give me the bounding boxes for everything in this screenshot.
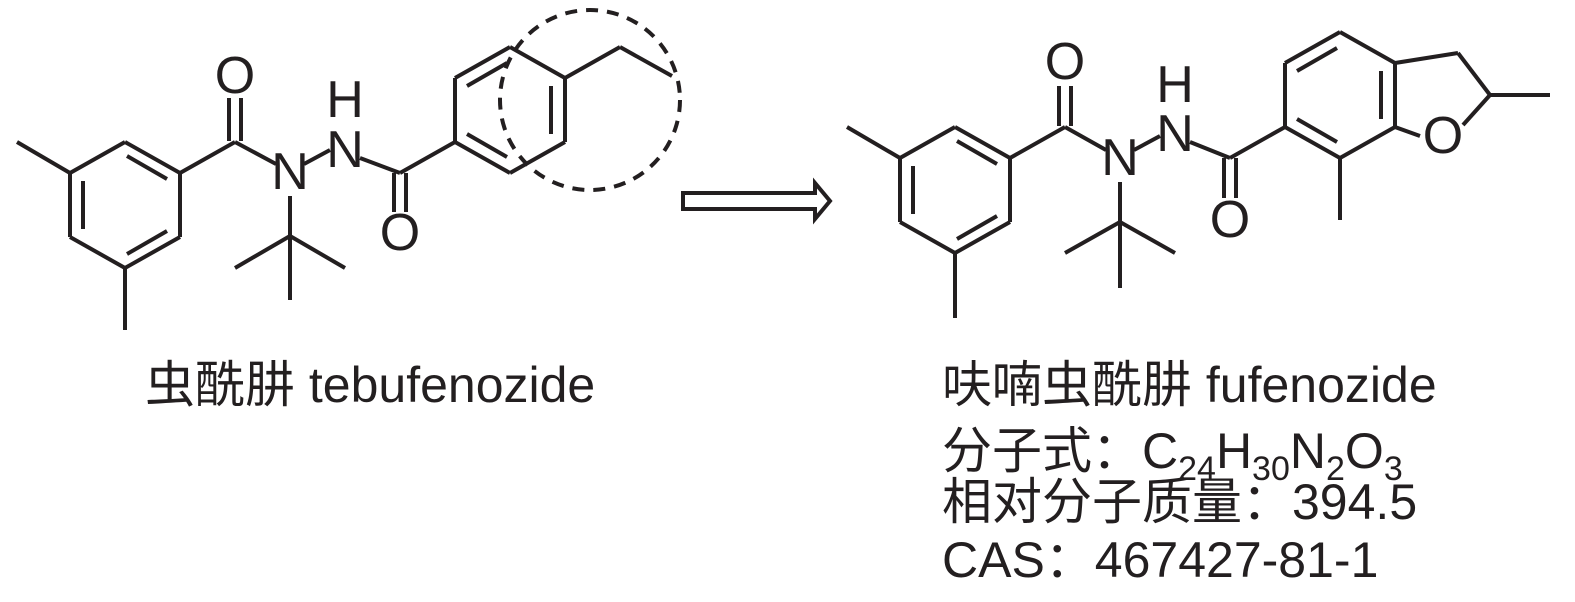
fufenozide-structure: O N N H O [845, 30, 1550, 318]
formula-subscript: 24 [1178, 450, 1216, 488]
right-dihydrofuran-ring [1394, 51, 1492, 138]
tebufenozide-caption: 虫酰肼 tebufenozide [145, 357, 595, 413]
left-ethyl-ch3 [619, 45, 673, 78]
formula-element-o: O [1345, 423, 1384, 479]
formula-label: 分子式： [942, 423, 1142, 479]
tebufenozide-structure: O N N H O [15, 8, 682, 330]
right-nh-to-amide-c [1189, 140, 1231, 160]
right-carbonyl-oxygen: O [1045, 33, 1085, 91]
left-carbonyl-to-n [234, 140, 277, 166]
left-ethylphenyl-ring [453, 45, 567, 175]
molecular-mass: 相对分子质量：394.5 [942, 474, 1417, 530]
cas-number: CAS：467427-81-1 [942, 532, 1378, 588]
left-nh-nitrogen: N [326, 121, 364, 179]
left-dimethylphenyl-ring [68, 140, 182, 270]
formula-subscript: 30 [1252, 450, 1290, 488]
right-nh-hydrogen: H [1156, 56, 1194, 114]
right-methyl-top [845, 125, 902, 160]
left-nh-hydrogen: H [326, 71, 364, 129]
formula-subscript: 2 [1326, 450, 1345, 488]
left-tbu-methyl-right [288, 234, 347, 270]
transformation-arrow [681, 177, 833, 225]
fufenozide-caption: 呋喃虫酰肼 fufenozide [942, 357, 1437, 413]
formula-element-c: C [1142, 423, 1178, 479]
right-dimethylphenyl-ring [898, 125, 1012, 255]
formula-subscript: 3 [1384, 450, 1403, 488]
formula-element-n: N [1290, 423, 1326, 479]
left-methyl-top [15, 140, 72, 175]
right-carbonyl-to-n [1064, 125, 1107, 152]
left-carbonyl-oxygen: O [215, 47, 255, 105]
left-amide-oxygen: O [380, 204, 420, 262]
left-nh-to-amide-c [359, 156, 401, 175]
formula-element-h: H [1216, 423, 1252, 479]
right-ring-oxygen: O [1423, 107, 1463, 165]
right-n-n-bond [1133, 134, 1161, 152]
right-amide-to-ring [1229, 125, 1286, 160]
right-tbu-methyl-left [1064, 220, 1121, 255]
right-tbu-methyl-right [1119, 220, 1176, 255]
left-tbu-nitrogen: N [271, 143, 309, 201]
left-n-n-bond [303, 148, 331, 166]
left-ethyl-ch2 [564, 45, 621, 80]
left-tbu-methyl-left [233, 234, 292, 270]
left-ring-to-carbonyl [179, 140, 236, 175]
modification-highlight-circle [498, 8, 682, 192]
molecular-formula: 分子式：C24H30N2O3 [942, 423, 1403, 488]
right-nh-nitrogen: N [1156, 105, 1194, 163]
right-ring-to-carbonyl [1009, 125, 1066, 160]
right-benzofuran-benzene-ring [1283, 30, 1397, 160]
right-tbu-nitrogen: N [1101, 129, 1139, 187]
right-amide-oxygen: O [1210, 191, 1250, 249]
left-amide-to-ring [399, 140, 456, 175]
